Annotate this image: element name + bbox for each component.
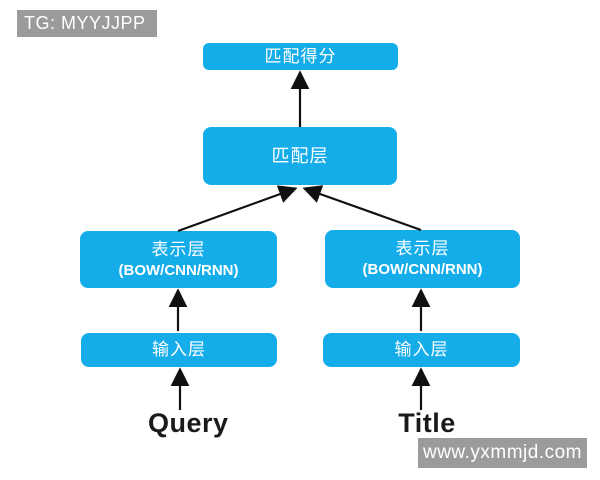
node-input-layer-title: 输入层 xyxy=(323,333,520,367)
node-representation-layer-query: 表示层 (BOW/CNN/RNN) xyxy=(80,231,277,288)
query-label: Query xyxy=(148,408,229,438)
watermark-top-left: TG: MYYJJPP xyxy=(17,10,157,37)
node-match-layer: 匹配层 xyxy=(203,127,397,185)
arrow-repright-to-match xyxy=(302,185,422,232)
title-label: Title xyxy=(398,408,456,438)
node-representation-layer-query-subtitle: (BOW/CNN/RNN) xyxy=(118,261,239,279)
node-match-score: 匹配得分 xyxy=(203,43,398,70)
node-representation-layer-title-title: 表示层 xyxy=(395,239,450,258)
node-representation-layer-title-subtitle: (BOW/CNN/RNN) xyxy=(362,261,483,279)
node-input-layer-query-label: 输入层 xyxy=(152,340,206,360)
node-representation-layer-title: 表示层 (BOW/CNN/RNN) xyxy=(325,230,520,288)
node-match-layer-label: 匹配层 xyxy=(271,145,329,166)
node-input-layer-query: 输入层 xyxy=(81,333,277,367)
node-match-score-label: 匹配得分 xyxy=(264,46,337,66)
watermark-bottom-right: www.yxmmjd.com xyxy=(418,438,587,468)
node-input-layer-title-label: 输入层 xyxy=(394,340,449,360)
node-representation-layer-query-title: 表示层 xyxy=(151,239,206,259)
arrow-repleft-to-match xyxy=(177,185,298,233)
